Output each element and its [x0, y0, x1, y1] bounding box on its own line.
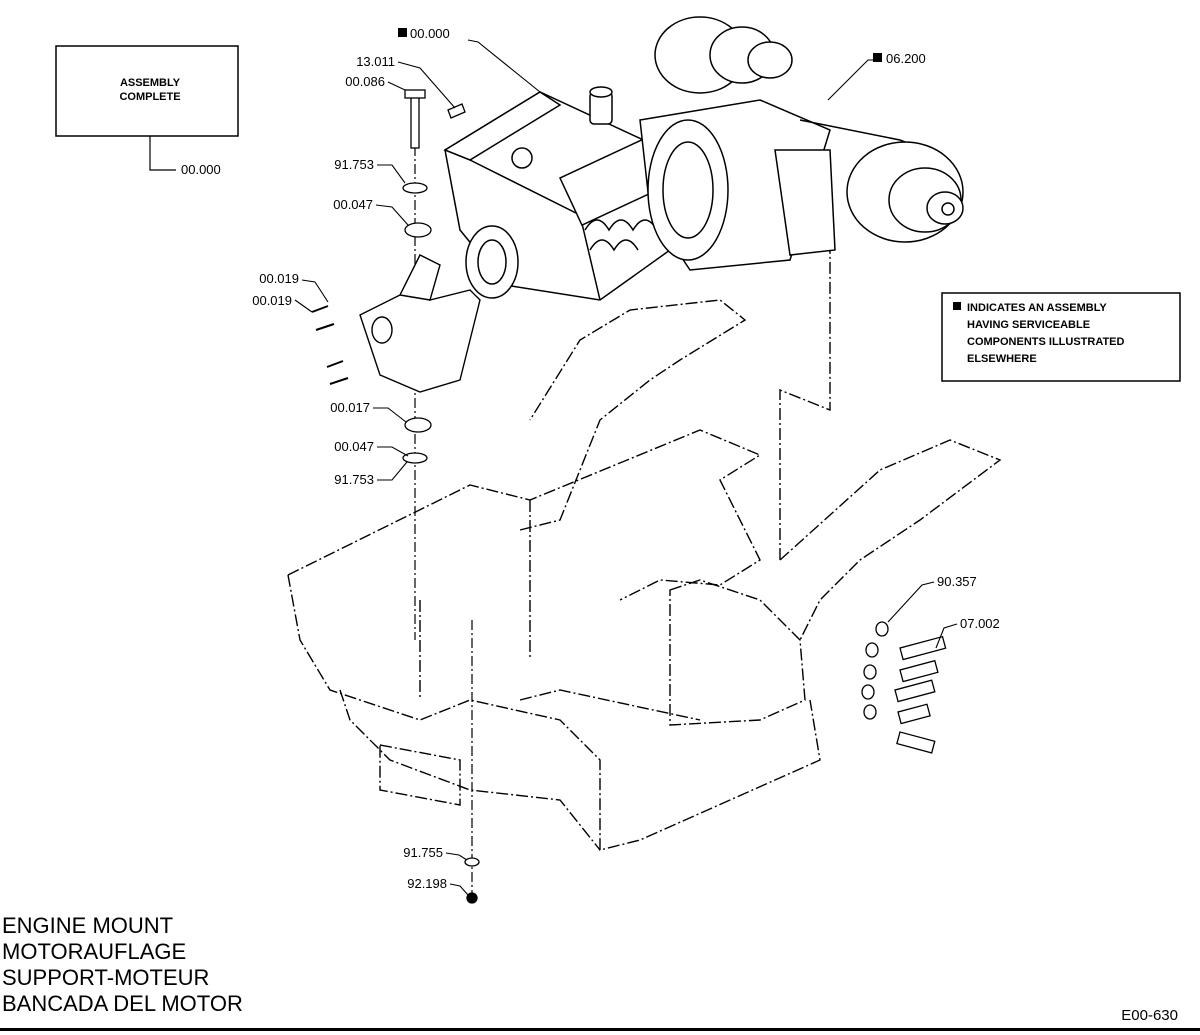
mount-bolt-icon: [410, 95, 420, 149]
washer-bottom-icon: [464, 857, 480, 867]
assembly-box-line2: COMPLETE: [119, 91, 180, 103]
callout-91-753-upper: 91.753: [334, 157, 374, 172]
mount-stack-parts: [402, 89, 480, 904]
legend-line-4: ELSEWHERE: [967, 353, 1037, 365]
washer-upper-icon: [402, 182, 428, 194]
legend-box: INDICATES AN ASSEMBLY HAVING SERVICEABLE…: [941, 292, 1181, 382]
side-bolts: [861, 621, 947, 754]
rubber-mount-lower-icon: [404, 417, 432, 433]
title-spanish: BANCADA DEL MOTOR: [2, 991, 243, 1016]
callout-90-357: 90.357: [937, 574, 977, 589]
legend-line-2: HAVING SERVICEABLE: [967, 319, 1090, 331]
callout-13-011: 13.011: [356, 54, 395, 69]
legend-line-3: COMPONENTS ILLUSTRATED: [967, 336, 1125, 348]
rubber-mount-upper-icon: [404, 222, 432, 238]
dowel-icon: [447, 103, 466, 119]
frame-illustration: [287, 250, 1002, 851]
title-english: ENGINE MOUNT: [2, 913, 174, 938]
leader-lines: [294, 39, 958, 896]
bottom-rule: [0, 1028, 1200, 1031]
callout-07-002: 07.002: [960, 616, 1000, 631]
nut-bottom-icon: [466, 892, 478, 904]
callout-00-019-b: 00.019: [252, 293, 292, 308]
assembly-complete-box: ASSEMBLY COMPLETE 00.000: [55, 45, 239, 177]
bracket-screws: [311, 305, 349, 385]
callout-00-017: 00.017: [330, 400, 370, 415]
callout-labels: 00.000 06.200 13.011 00.086 91.753 00.04…: [252, 26, 1000, 891]
mount-bolt-head-icon: [404, 89, 426, 99]
callout-92-198: 92.198: [407, 876, 447, 891]
washer-lower-icon: [402, 452, 428, 464]
engine-illustration: [443, 86, 671, 301]
callout-engine: 00.000: [410, 26, 450, 41]
callout-91-753-lower: 91.753: [334, 472, 374, 487]
title-german: MOTORAUFLAGE: [2, 939, 187, 964]
callout-00-086: 00.086: [345, 74, 385, 89]
legend-square-icon: [953, 302, 961, 310]
assembly-box-ref: 00.000: [181, 162, 221, 177]
callout-00-047-upper: 00.047: [333, 197, 373, 212]
legend-line-1: INDICATES AN ASSEMBLY: [967, 302, 1107, 314]
assembly-marker-engine-icon: [398, 28, 407, 37]
title-french: SUPPORT-MOTEUR: [2, 965, 210, 990]
assembly-box-line1: ASSEMBLY: [120, 77, 181, 89]
callout-00-019-a: 00.019: [259, 271, 299, 286]
callout-transmission: 06.200: [886, 51, 926, 66]
callout-00-047-lower: 00.047: [334, 439, 374, 454]
transmission-illustration: [639, 16, 964, 271]
figure-id: E00-630: [1121, 1007, 1178, 1024]
assembly-marker-transmission-icon: [873, 53, 882, 62]
mount-bracket-illustration: [359, 254, 481, 393]
callout-91-755: 91.755: [403, 845, 443, 860]
